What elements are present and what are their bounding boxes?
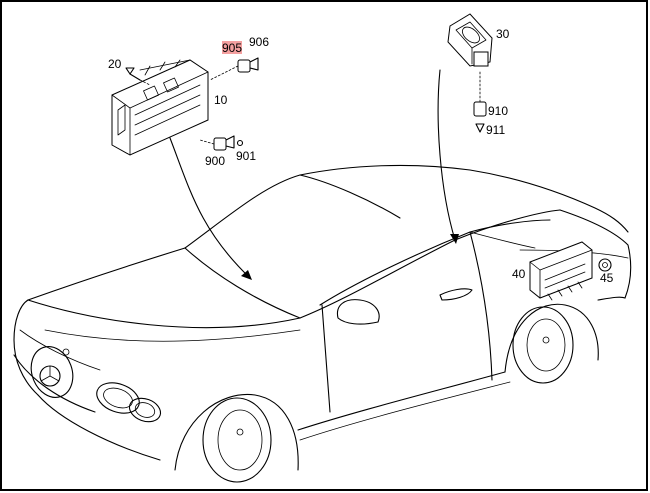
label-45: 45 — [600, 271, 614, 285]
car-illustration — [13, 164, 632, 483]
label-901: 901 — [236, 149, 256, 163]
bulb-socket-900 — [199, 135, 244, 151]
bulb-socket-905 — [209, 57, 259, 81]
highlight-905 — [222, 41, 242, 54]
arrow-to-cabin — [437, 69, 459, 244]
instrument-cluster — [111, 59, 209, 156]
control-module-40 — [529, 241, 593, 301]
screw-20 — [125, 67, 151, 86]
label-20: 20 — [108, 57, 122, 71]
overhead-control-30 — [447, 13, 493, 67]
arrow-to-dashboard — [169, 137, 252, 280]
label-905[interactable]: 905 — [222, 41, 242, 55]
label-911: 911 — [486, 123, 505, 137]
label-10: 10 — [214, 93, 228, 107]
bulb-socket-910 — [473, 71, 487, 133]
label-30: 30 — [496, 27, 510, 41]
label-906: 906 — [249, 35, 269, 49]
nut-45 — [598, 258, 612, 272]
label-40: 40 — [512, 267, 526, 281]
part-labels: 20 905 906 10 900 901 30 910 911 40 45 — [108, 27, 614, 285]
label-910: 910 — [488, 104, 508, 118]
label-900: 900 — [205, 154, 225, 168]
